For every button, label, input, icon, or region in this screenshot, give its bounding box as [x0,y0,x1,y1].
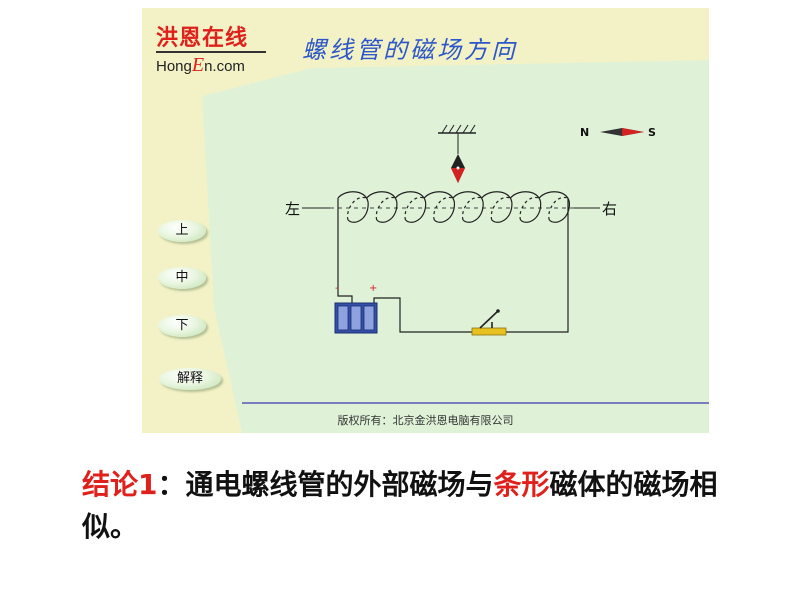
battery-minus: - [335,283,339,294]
honge-logo: 洪恩在线 HongEn.com [152,18,272,80]
coil-turn [366,191,398,223]
left-label: 左 [285,200,300,218]
logo-brand-en: HongEn.com [156,54,245,76]
coil-turn [510,191,542,223]
solenoid-diagram: N S 左 右 - + [285,124,656,336]
nav-down-button[interactable]: 下 [158,315,206,337]
coil-turn [423,191,456,223]
coil-turn-back [346,196,367,221]
coil-turn-back [548,196,569,221]
solenoid-coil [337,191,571,223]
background-panel [142,8,709,433]
compass-n-label: N [580,126,589,139]
circuit-wires [337,198,569,333]
right-label: 右 [602,200,617,218]
nav-middle-button[interactable]: 中 [158,267,206,289]
coil-turn [337,191,369,223]
conclusion-highlight: 条形 [493,468,550,501]
hanging-needle [451,154,465,183]
battery-plus: + [369,283,377,294]
compass-s-label: S [648,126,656,139]
conclusion-text: 结论1：通电螺线管的外部磁场与条形磁体的磁场相似。 [82,468,718,543]
logo-divider [156,51,266,53]
coil-turn [538,191,571,223]
nav-up-button[interactable]: 上 [158,220,206,242]
battery: - + [334,283,378,334]
coil-turn-back [461,196,482,221]
coil-turn-back [519,196,540,221]
conclusion-label: 结论1 [82,468,158,501]
logo-brand-cn: 洪恩在线 [156,26,249,51]
app-title: 螺线管的磁场方向 [302,36,518,64]
coil-turn-back [490,196,511,221]
explain-button[interactable]: 解释 [159,368,221,390]
coil-turn-back [375,196,396,221]
app-window: 洪恩在线 HongEn.com 螺线管的磁场方向 上 中 下 解释 N [142,8,709,433]
copyright-text: 版权所有：北京金洪恩电脑有限公司 [337,414,514,427]
ceiling-mount [438,124,476,154]
knife-switch[interactable] [471,309,507,336]
coil-turn-back [404,196,425,221]
coil-turn [452,191,484,223]
coil-turn [395,191,427,223]
coil-turn [481,191,513,223]
compass-indicator: N S [580,126,656,139]
coil-turn-back [433,196,454,221]
